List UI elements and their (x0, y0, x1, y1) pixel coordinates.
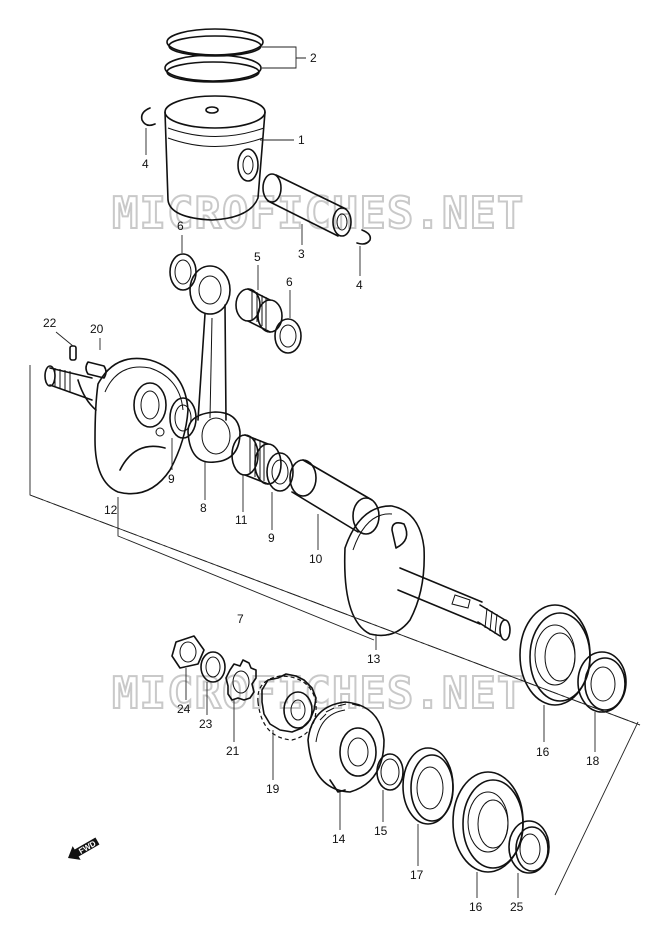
callout-9-left: 9 (168, 472, 175, 486)
crank-nut (171, 635, 205, 669)
callout-23: 23 (199, 717, 213, 731)
callout-15: 15 (374, 824, 388, 838)
callout-19: 19 (266, 782, 280, 796)
piston-pin (262, 173, 352, 237)
thrust-washer-right (266, 452, 294, 492)
bearing-inner (402, 747, 454, 825)
callout-6-upper: 6 (177, 219, 184, 233)
callout-2: 2 (310, 51, 317, 65)
piston-rings (164, 28, 264, 83)
callout-16-upper: 16 (536, 745, 550, 759)
callout-16-lower: 16 (469, 900, 483, 914)
callout-17: 17 (410, 868, 424, 882)
callout-18: 18 (586, 754, 600, 768)
needle-bearing-small-end (235, 288, 283, 333)
callout-4-left: 4 (142, 157, 149, 171)
thrust-washer-left (169, 397, 197, 439)
dowel-pin (69, 345, 77, 361)
crankshaft-right (343, 505, 511, 641)
oil-seal-right (577, 651, 627, 713)
connecting-rod (187, 265, 241, 463)
callout-20: 20 (90, 322, 104, 336)
callout-6-lower: 6 (286, 275, 293, 289)
assembly-bracket (29, 365, 641, 896)
oil-seal-lower (508, 820, 550, 874)
callout-24: 24 (177, 702, 191, 716)
leader-lines (55, 46, 596, 898)
forward-arrow-icon: FWD (68, 837, 100, 860)
callout-9-right: 9 (268, 531, 275, 545)
callout-5: 5 (254, 250, 261, 264)
primary-gear-large (307, 701, 385, 793)
crankshaft-left (44, 357, 189, 495)
primary-gear-medium (257, 673, 317, 741)
ball-bearing-lower (452, 771, 524, 873)
callout-1: 1 (298, 133, 305, 147)
woodruff-key (85, 361, 107, 379)
callout-8: 8 (200, 501, 207, 515)
callout-3: 3 (298, 247, 305, 261)
piston (164, 95, 266, 221)
circlip-right (356, 229, 372, 245)
callout-11: 11 (235, 513, 248, 527)
circlip-left (140, 107, 156, 127)
callout-10: 10 (309, 552, 323, 566)
callout-22: 22 (43, 316, 57, 330)
primary-gear-small (225, 659, 257, 701)
lock-washer (200, 651, 226, 683)
needle-bearing-big-end (231, 434, 282, 485)
callout-14: 14 (332, 832, 346, 846)
callout-21: 21 (226, 744, 240, 758)
thrust-washer-upper (169, 253, 197, 291)
callout-12: 12 (104, 503, 118, 517)
watermark-bottom: MICROFICHES.NET (112, 668, 524, 719)
callout-13: 13 (367, 652, 381, 666)
callout-4-right: 4 (356, 278, 363, 292)
crank-pin (289, 459, 380, 535)
callout-25: 25 (510, 900, 524, 914)
thrust-washer-small-end (274, 318, 302, 354)
callout-7: 7 (237, 612, 244, 626)
circlip-gear (376, 753, 404, 791)
